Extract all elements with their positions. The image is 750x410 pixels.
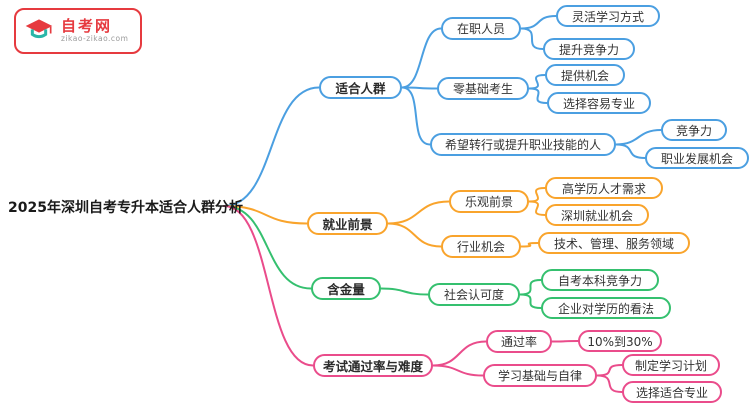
mindmap-node-level3[interactable]: 职业发展机会 (645, 147, 749, 169)
mindmap-node-level3[interactable]: 技术、管理、服务领域 (538, 232, 690, 254)
mindmap-edge (520, 15, 557, 30)
central-topic[interactable]: 2025年深圳自考专升本适合人群分析 (8, 200, 243, 216)
mindmap-node-level3[interactable]: 10%到30% (578, 330, 662, 352)
logo-text: 自考网 zikao-zikao.com (61, 17, 129, 44)
mindmap-node-level1[interactable]: 适合人群 (319, 76, 402, 99)
mindmap-node-level3[interactable]: 深圳就业机会 (545, 204, 649, 226)
mindmap-edge (596, 374, 623, 393)
mindmap-node-level2[interactable]: 行业机会 (441, 235, 521, 258)
mindmap-node-level3[interactable]: 提供机会 (545, 64, 625, 86)
mindmap-node-level1[interactable]: 就业前景 (307, 212, 388, 235)
mindmap-edge (223, 205, 308, 225)
mindmap-node-level3[interactable]: 竞争力 (661, 119, 727, 141)
mindmap-edge (387, 222, 442, 248)
mindmap-node-level2[interactable]: 希望转行或提升职业技能的人 (430, 133, 616, 156)
mindmap-edge (519, 293, 542, 309)
mindmap-node-level2[interactable]: 通过率 (486, 330, 552, 353)
mindmap-edge (528, 87, 548, 104)
mindmap-edge (615, 143, 646, 159)
mindmap-edge (380, 287, 429, 296)
mindmap-edge (401, 86, 431, 146)
mindmap-node-level3[interactable]: 提升竞争力 (543, 38, 635, 60)
mindmap-edge (528, 187, 546, 203)
mindmap-edge (401, 27, 442, 89)
mindmap-edge (223, 205, 314, 367)
mindmap-edge (387, 200, 450, 225)
mindmap-edge (223, 205, 312, 290)
mindmap-node-level3[interactable]: 选择适合专业 (622, 381, 722, 403)
mindmap-node-level3[interactable]: 高学历人才需求 (545, 177, 663, 199)
mindmap-node-level3[interactable]: 自考本科竞争力 (541, 269, 659, 291)
mindmap-edge (596, 364, 623, 377)
graduation-cap-icon (24, 16, 54, 46)
mindmap-edge (551, 340, 579, 343)
mindmap-node-level3[interactable]: 企业对学历的看法 (541, 297, 671, 319)
site-logo[interactable]: 自考网 zikao-zikao.com (14, 8, 143, 54)
mindmap-node-level2[interactable]: 社会认可度 (428, 283, 520, 306)
mindmap-node-level1[interactable]: 考试通过率与难度 (313, 354, 433, 377)
mindmap-edge (519, 279, 542, 296)
mindmap-node-level3[interactable]: 选择容易专业 (547, 92, 651, 114)
mindmap-node-level3[interactable]: 灵活学习方式 (556, 5, 660, 27)
logo-name: 自考网 (61, 17, 113, 36)
mindmap-edge (223, 86, 320, 207)
mindmap-node-level2[interactable]: 乐观前景 (449, 190, 529, 213)
mindmap-node-level1[interactable]: 含金量 (311, 277, 381, 300)
mindmap-edge (528, 200, 546, 216)
mindmap-edge (520, 242, 539, 248)
mindmap-edge (432, 340, 487, 367)
mindmap-edge (528, 74, 546, 90)
mindmap-node-level2[interactable]: 在职人员 (441, 17, 521, 40)
mindmap-edge (432, 364, 484, 377)
logo-domain: zikao-zikao.com (61, 34, 129, 44)
mindmap-edge (615, 129, 662, 146)
mindmap-node-level3[interactable]: 制定学习计划 (622, 354, 720, 376)
mindmap-node-level2[interactable]: 零基础考生 (437, 77, 529, 100)
mindmap-edge (520, 27, 544, 50)
mindmap-node-level2[interactable]: 学习基础与自律 (483, 364, 597, 387)
